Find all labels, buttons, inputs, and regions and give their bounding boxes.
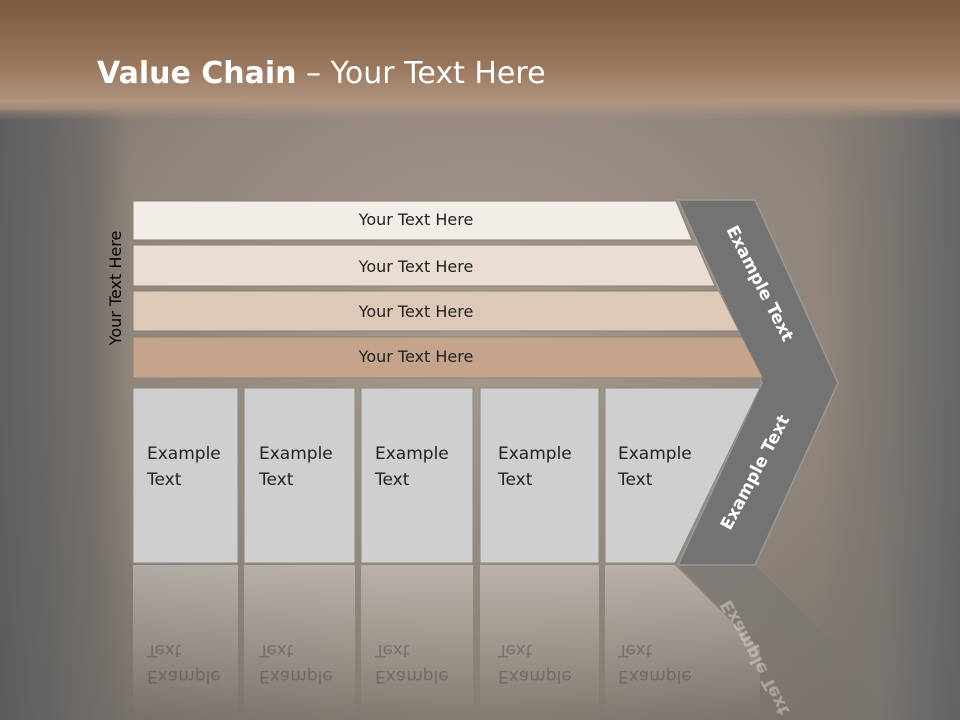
row-label: Your Text Here xyxy=(358,302,474,321)
row-bar xyxy=(132,200,693,241)
box-text-line2: Text xyxy=(617,470,653,490)
box-group: Example Text Example Text Example Text E… xyxy=(132,387,761,564)
title-bold: Value Chain xyxy=(97,56,297,91)
arrow-reflection xyxy=(678,565,838,715)
header-band xyxy=(0,0,960,120)
box-text-line2: Text xyxy=(497,470,533,490)
row-bar xyxy=(132,336,764,379)
box-text-line1: Example xyxy=(375,444,449,464)
box-text-line2: Text xyxy=(258,470,294,490)
side-label: Your Text Here xyxy=(106,231,125,347)
box-reflection-text: Example xyxy=(498,666,572,686)
box-reflection-text: Text xyxy=(617,640,653,660)
background-right-shade xyxy=(820,110,960,720)
box-reflection xyxy=(605,565,760,715)
box-reflection-text: Text xyxy=(146,640,182,660)
box-reflection-text: Text xyxy=(497,640,533,660)
row-bar xyxy=(132,244,716,287)
box-text-line1: Example xyxy=(259,444,333,464)
background-left-shade xyxy=(0,110,130,720)
example-box xyxy=(132,387,239,564)
box-reflection-text: Text xyxy=(374,640,410,660)
box-reflection-text: Text xyxy=(258,640,294,660)
box-reflection-text: Example xyxy=(618,666,692,686)
reflection-group: Example Text Example Text Example Text E… xyxy=(133,565,838,718)
row-label: Your Text Here xyxy=(358,257,474,276)
row-label: Your Text Here xyxy=(358,347,474,366)
example-box xyxy=(604,387,761,564)
box-text-line1: Example xyxy=(618,444,692,464)
box-reflection xyxy=(480,565,599,715)
example-box xyxy=(360,387,474,564)
title-rest: – Your Text Here xyxy=(296,56,546,91)
box-reflection xyxy=(133,565,238,715)
box-reflection-text: Example xyxy=(259,666,333,686)
slide-title: Value Chain – Your Text Here xyxy=(97,56,546,91)
example-box xyxy=(479,387,600,564)
row-bar xyxy=(132,290,740,332)
box-reflection-text: Example xyxy=(147,666,221,686)
chevron-arrow xyxy=(676,199,839,566)
box-text-line2: Text xyxy=(374,470,410,490)
box-reflection xyxy=(244,565,355,715)
box-reflection xyxy=(361,565,473,715)
row-label: Your Text Here xyxy=(358,210,474,229)
box-text-line1: Example xyxy=(147,444,221,464)
box-text-line2: Text xyxy=(146,470,182,490)
box-reflection-text: Example xyxy=(375,666,449,686)
row-group: Your Text Here Your Text Here Your Text … xyxy=(132,200,764,379)
example-box xyxy=(243,387,356,564)
box-text-line1: Example xyxy=(498,444,572,464)
